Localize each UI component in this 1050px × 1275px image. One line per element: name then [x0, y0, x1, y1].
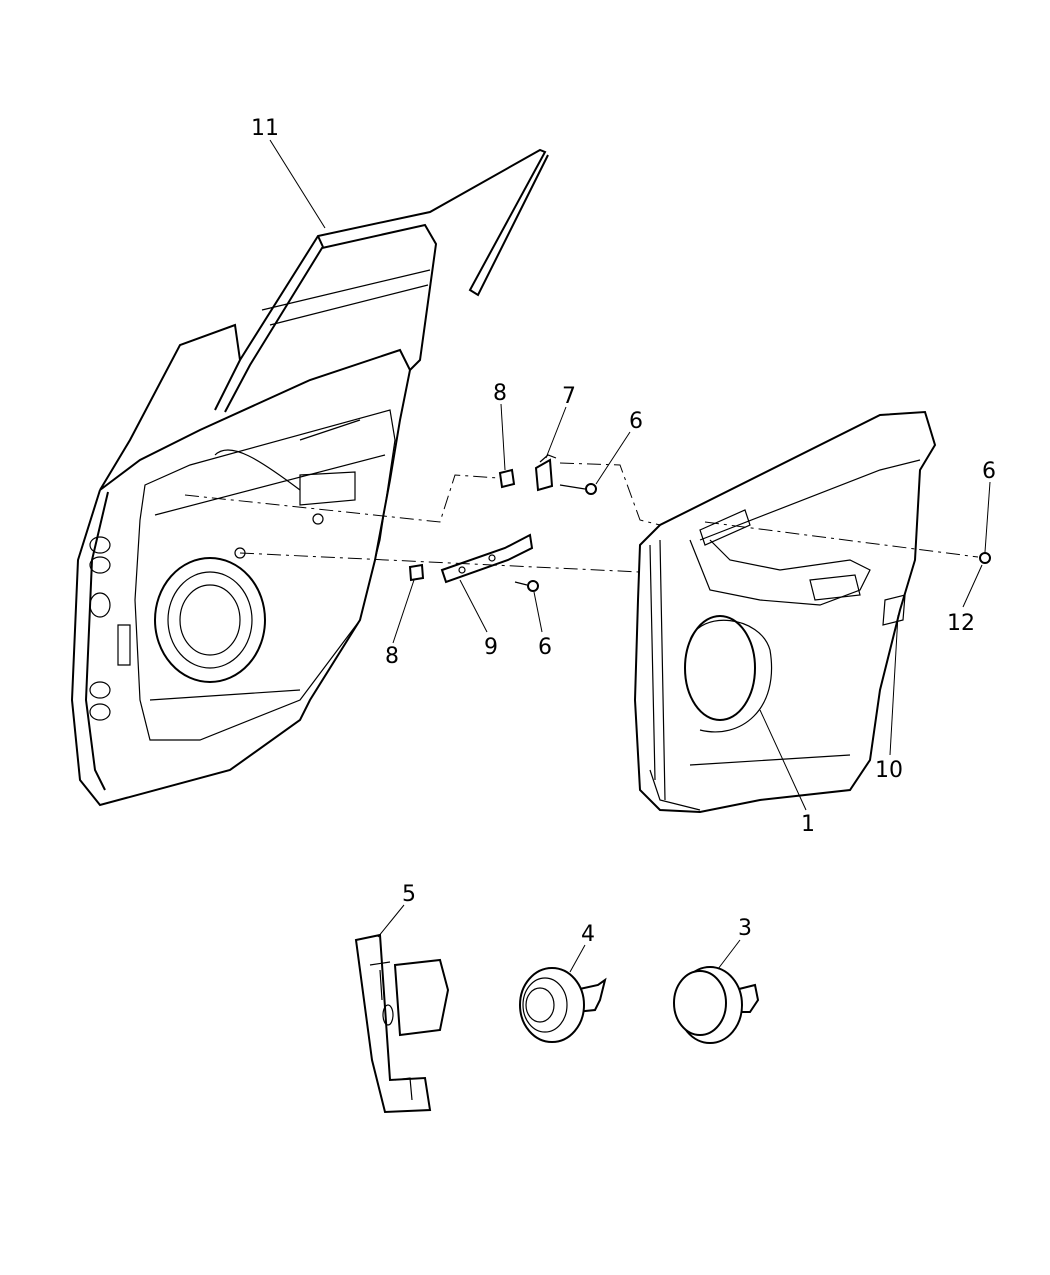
part-7-bracket	[534, 454, 557, 492]
hinge-details	[89, 536, 131, 721]
part-1-trim-panel	[633, 410, 937, 814]
assembly-line-upper	[184, 462, 661, 526]
callout-6-lower: 6	[538, 635, 552, 660]
part-11-glass-run	[214, 148, 549, 413]
part-8-nut-lower	[408, 563, 425, 582]
assembly-line-right	[704, 521, 979, 558]
callout-4: 4	[581, 922, 595, 947]
part-6-screw-upper	[559, 483, 597, 495]
callout-8-lower: 8	[385, 644, 399, 669]
part-9-bracket	[440, 533, 534, 584]
callout-5: 5	[402, 882, 416, 907]
part-6-screw-right	[979, 552, 991, 564]
callout-8-upper: 8	[493, 381, 507, 406]
callout-12: 12	[947, 611, 975, 636]
part-4-clip	[519, 967, 607, 1043]
callout-3: 3	[738, 916, 752, 941]
callout-1: 1	[801, 812, 815, 837]
part-3-clip	[673, 966, 760, 1044]
assembly-line-lower	[239, 552, 641, 573]
callout-6-right: 6	[982, 459, 996, 484]
callout-9: 9	[484, 635, 498, 660]
callout-11: 11	[251, 116, 279, 141]
door-inner-panel	[70, 323, 412, 807]
callout-6-upper: 6	[629, 409, 643, 434]
part-8-nut-upper	[498, 468, 516, 489]
callout-7: 7	[562, 384, 576, 409]
part-6-screw-lower	[514, 580, 539, 592]
part-10-bezel	[882, 594, 906, 626]
leader-lines	[269, 139, 991, 973]
callout-10: 10	[875, 758, 903, 783]
part-5-retainer	[354, 933, 450, 1114]
